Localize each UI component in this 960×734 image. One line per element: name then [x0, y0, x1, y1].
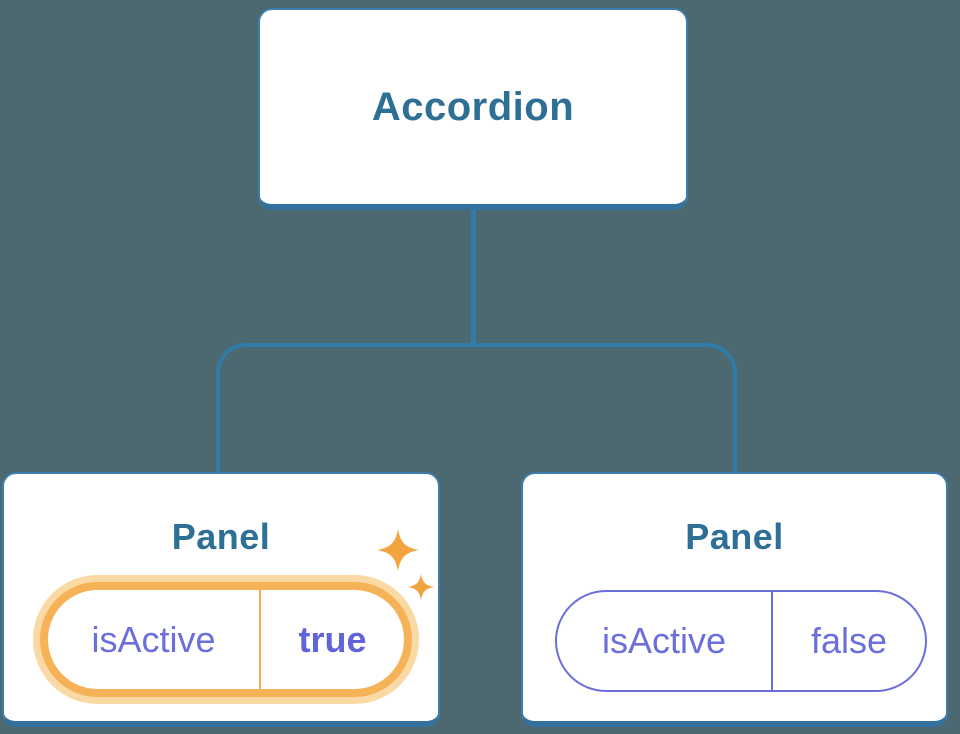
panel-node-active: Panel isActive true: [2, 472, 440, 727]
connector-branch: [216, 343, 737, 472]
panel-node-label: Panel: [171, 516, 271, 557]
state-pill-active: isActive true: [40, 582, 412, 697]
sparkle-icon: [377, 529, 434, 600]
connector-stem: [471, 206, 476, 347]
state-value: true: [298, 618, 367, 660]
state-value: false: [810, 620, 888, 661]
state-key: isActive: [48, 590, 261, 689]
state-pill-inactive: isActive false: [555, 590, 927, 692]
panel-node-inactive: Panel isActive false: [521, 472, 948, 727]
accordion-node-label: Accordion: [371, 84, 575, 129]
panel-node-label: Panel: [685, 516, 784, 557]
state-key: isActive: [557, 592, 773, 690]
accordion-node: Accordion: [258, 8, 688, 210]
